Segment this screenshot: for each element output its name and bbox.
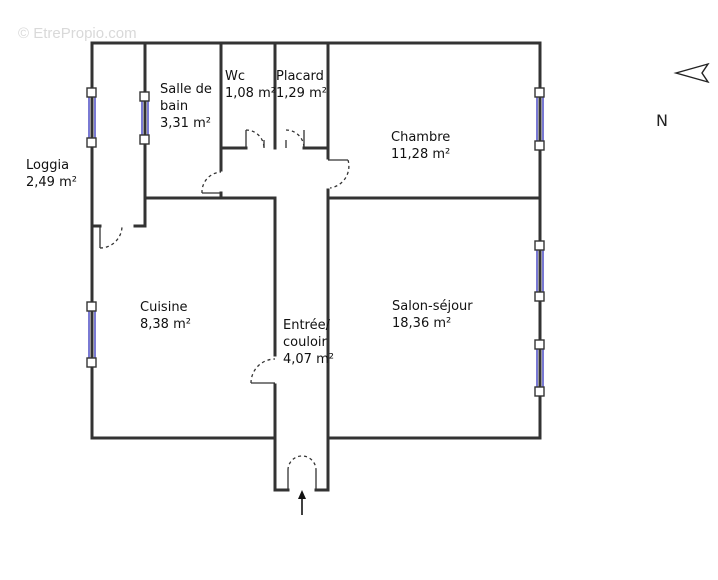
watermark-text: © EtrePropio.com <box>18 25 137 42</box>
room-name: Cuisine <box>140 300 188 315</box>
room-salle-de-bain: Salle de bain 3,31 m² <box>160 81 212 132</box>
entry-arrow-icon <box>298 490 306 515</box>
room-name: Entrée/ <box>283 318 330 333</box>
north-label: N <box>656 111 668 130</box>
room-name-cont: couloir <box>283 335 327 350</box>
room-area: 1,08 m² <box>225 86 276 101</box>
north-arrow-icon <box>673 62 710 84</box>
doors <box>99 129 350 490</box>
room-name: Salle de <box>160 82 212 97</box>
room-placard: Placard 1,29 m² <box>276 68 327 102</box>
room-wc: Wc 1,08 m² <box>225 68 276 102</box>
room-cuisine: Cuisine 8,38 m² <box>140 299 191 333</box>
room-name: Chambre <box>391 130 451 145</box>
room-loggia: Loggia 2,49 m² <box>26 157 77 191</box>
room-name: Placard <box>276 69 324 84</box>
walls <box>90 41 542 492</box>
room-area: 1,29 m² <box>276 86 327 101</box>
room-name-cont: bain <box>160 99 189 114</box>
room-area: 3,31 m² <box>160 116 211 131</box>
room-name: Loggia <box>26 158 70 173</box>
room-entree-couloir: Entrée/ couloir 4,07 m² <box>283 317 334 368</box>
room-salon-sejour: Salon-séjour 18,36 m² <box>392 298 473 332</box>
room-area: 18,36 m² <box>392 316 452 331</box>
room-area: 11,28 m² <box>391 147 451 162</box>
windows <box>86 87 545 397</box>
room-chambre: Chambre 11,28 m² <box>391 129 450 163</box>
room-name: Wc <box>225 69 246 84</box>
room-name: Salon-séjour <box>392 299 473 314</box>
room-area: 2,49 m² <box>26 175 77 190</box>
room-area: 8,38 m² <box>140 317 191 332</box>
room-area: 4,07 m² <box>283 352 334 367</box>
